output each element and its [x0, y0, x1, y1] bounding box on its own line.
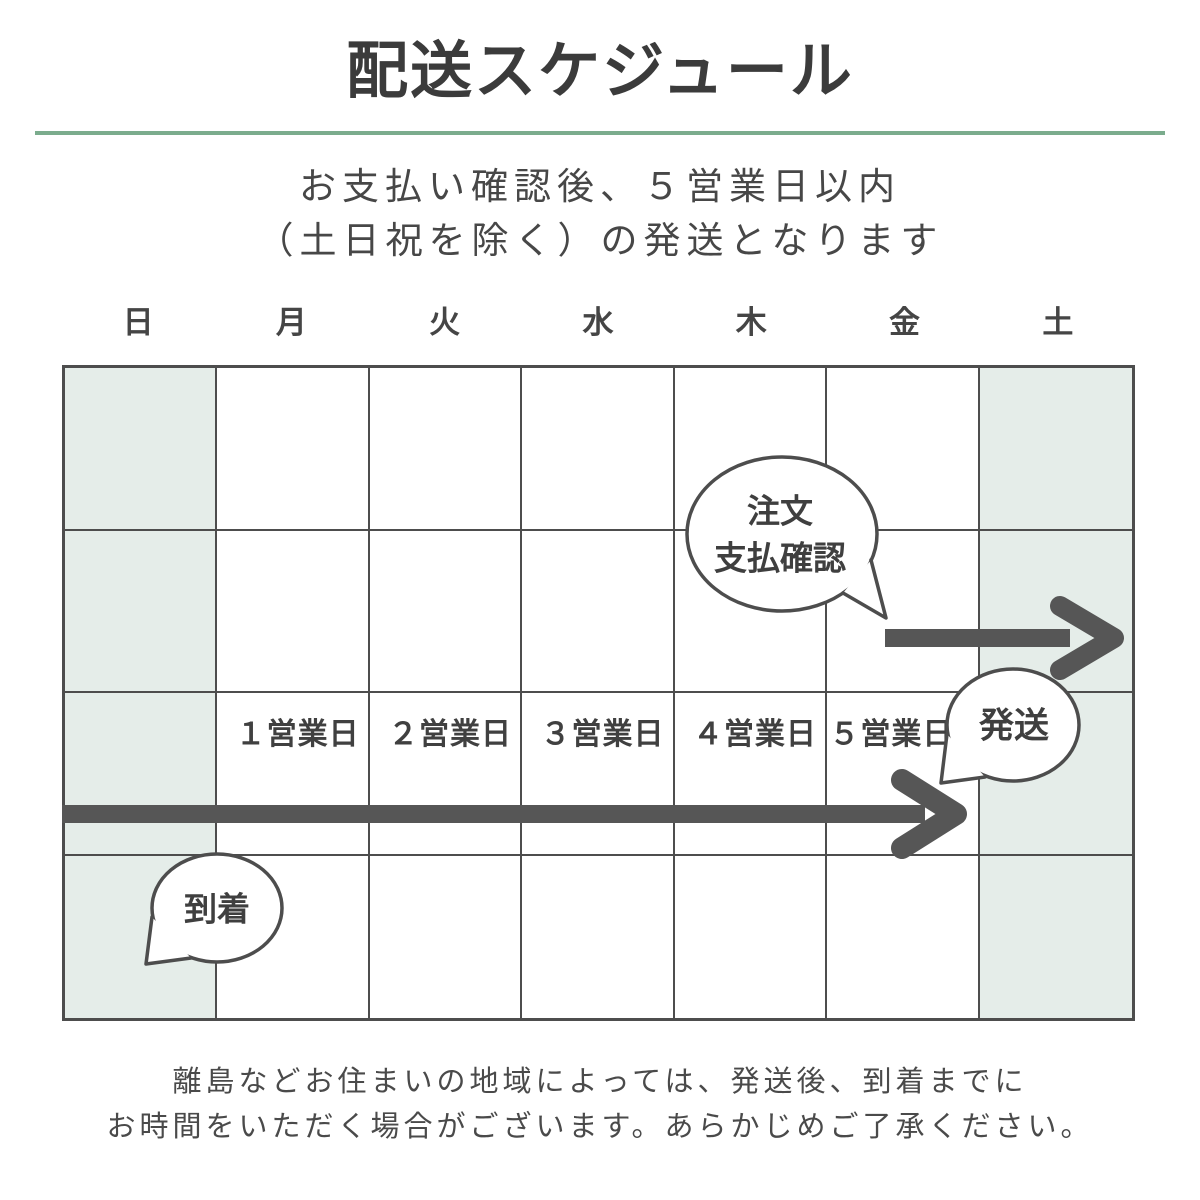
- calendar-cell-sunday: [65, 693, 218, 856]
- weekday-header-row: 日 月 火 水 木 金 土: [62, 304, 1135, 342]
- calendar-cell-business-day-4: ４営業日: [674, 693, 828, 856]
- weekday-monday: 月: [275, 305, 308, 340]
- weekday-thursday: 木: [735, 305, 768, 340]
- footer-note: 離島などお住まいの地域によっては、発送後、到着までに お時間をいただく場合がござ…: [0, 1060, 1200, 1150]
- calendar-cell-saturday: [979, 530, 1132, 693]
- calendar-cell: [827, 368, 980, 531]
- business-day-4-label: ４営業日: [692, 718, 817, 751]
- calendar-cell: [217, 855, 370, 1018]
- business-day-2-label: ２営業日: [388, 718, 513, 751]
- business-day-1-label: １営業日: [235, 718, 360, 751]
- calendar-cell: [522, 368, 675, 531]
- calendar-cell-saturday: [979, 368, 1132, 531]
- subtitle-line-2: （土日祝を除く）の発送となります: [256, 220, 944, 261]
- calendar-cell: [674, 530, 828, 693]
- calendar-cell: [675, 855, 828, 1018]
- calendar-cell-saturday: [979, 855, 1132, 1018]
- calendar-grid: １営業日 ２営業日 ３営業日 ４営業日 ５営業日: [62, 365, 1135, 1021]
- footer-line-1: 離島などお住まいの地域によっては、発送後、到着までに: [172, 1066, 1028, 1098]
- title-divider: [35, 131, 1165, 135]
- calendar-cell: [674, 368, 828, 531]
- subtitle: お支払い確認後、５営業日以内 （土日祝を除く）の発送となります: [0, 160, 1200, 268]
- calendar-cell-sunday: [65, 530, 218, 693]
- calendar-cell: [522, 855, 675, 1018]
- calendar-cell-saturday: [979, 693, 1132, 856]
- calendar-cell: [522, 530, 675, 693]
- page-title: 配送スケジュール: [346, 37, 854, 106]
- calendar-cell-business-day-3: ３営業日: [522, 693, 675, 856]
- subtitle-line-1: お支払い確認後、５営業日以内: [299, 166, 901, 207]
- calendar-cell: [370, 855, 523, 1018]
- calendar-cell: [369, 530, 523, 693]
- calendar-cell-business-day-2: ２営業日: [369, 693, 523, 856]
- business-day-5-label: ５営業日: [829, 718, 954, 751]
- calendar-cell: [217, 368, 370, 531]
- footer-line-2: お時間をいただく場合がございます。あらかじめご了承ください。: [106, 1111, 1094, 1143]
- calendar-cell: [827, 855, 980, 1018]
- calendar-cell-business-day-5: ５営業日: [827, 693, 980, 856]
- weekday-friday: 金: [889, 305, 922, 340]
- business-day-3-label: ３営業日: [540, 718, 665, 751]
- calendar-cell: [217, 530, 370, 693]
- calendar-cell-sunday: [65, 855, 218, 1018]
- weekday-wednesday: 水: [582, 305, 615, 340]
- weekday-sunday: 日: [122, 305, 155, 340]
- weekday-tuesday: 火: [429, 305, 462, 340]
- calendar-cell: [827, 530, 980, 693]
- weekday-saturday: 土: [1042, 305, 1075, 340]
- calendar-cell-sunday: [65, 368, 218, 531]
- calendar-cell: [369, 368, 523, 531]
- calendar-cell-business-day-1: １営業日: [217, 693, 370, 856]
